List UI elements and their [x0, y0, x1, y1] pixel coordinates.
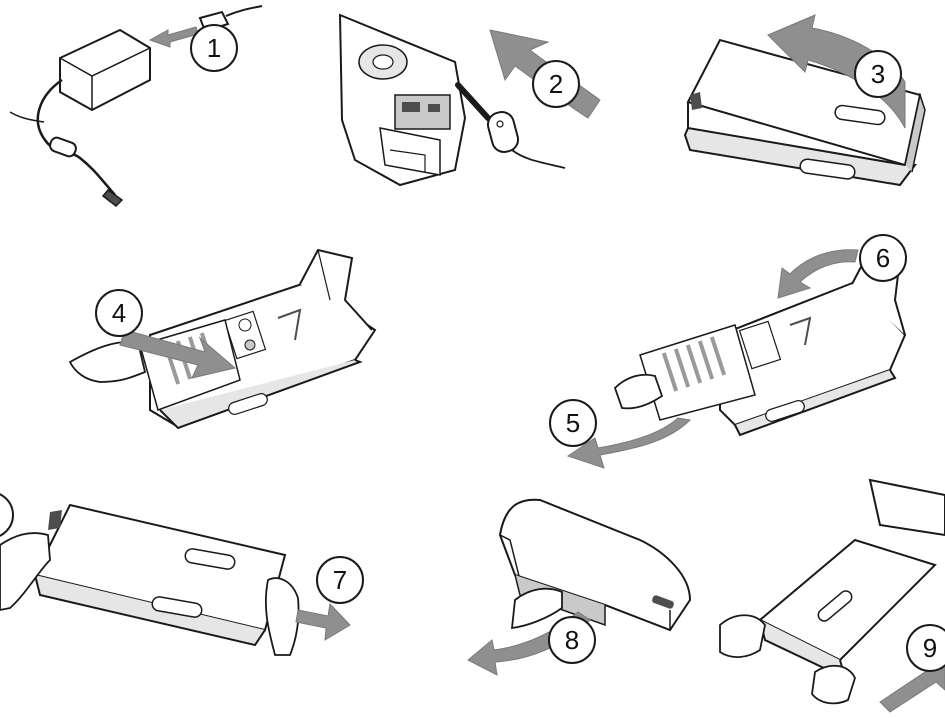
right-hand-icon: [264, 577, 300, 656]
svg-text:6: 6: [876, 243, 890, 273]
ferrite-bead-icon: [49, 136, 77, 158]
step-3-scene: [683, 14, 926, 187]
left-hand-icon: [0, 532, 51, 611]
step-4-scene: [68, 248, 377, 430]
step-9-scene: [719, 478, 945, 713]
svg-text:8: 8: [565, 625, 579, 655]
hand-icon: [613, 373, 664, 410]
svg-text:4: 4: [112, 298, 126, 328]
hand-icon: [68, 340, 147, 383]
left-hand-icon: [719, 614, 766, 658]
step-6-arrow: [777, 249, 859, 299]
svg-text:1: 1: [207, 33, 221, 63]
svg-text:2: 2: [549, 69, 563, 99]
svg-text:9: 9: [923, 633, 937, 663]
step-badge-7: 7: [316, 556, 364, 604]
step-badge-3: 3: [854, 50, 902, 98]
plug-icon: [486, 111, 520, 153]
printer-side-body: [498, 498, 692, 632]
step-5-arrow: [566, 417, 692, 469]
step-4-arrow: [119, 329, 237, 379]
step-7-scene: [0, 503, 351, 656]
step-badge-2: 2: [532, 60, 580, 108]
tray-lid-open: [299, 248, 373, 331]
step-badge-6: 6: [859, 234, 907, 282]
right-hand-icon: [811, 664, 856, 705]
step-badge-5: 5: [549, 399, 597, 447]
step-badge-1: 1: [190, 24, 238, 72]
printer-corner: [868, 478, 945, 537]
step-3-arrow: [767, 14, 906, 129]
hand-icon: [510, 587, 563, 630]
svg-text:3: 3: [871, 59, 885, 89]
step-7-arrow: [295, 602, 351, 641]
svg-text:7: 7: [333, 565, 347, 595]
step-badge-partial: [0, 493, 14, 537]
step-badge-9: 9: [906, 624, 945, 672]
step-badge-8: 8: [548, 616, 596, 664]
step-1-arrow: [148, 26, 199, 48]
step-badge-4: 4: [95, 289, 143, 337]
svg-text:5: 5: [566, 408, 580, 438]
step-5-6-scene: [566, 248, 907, 469]
